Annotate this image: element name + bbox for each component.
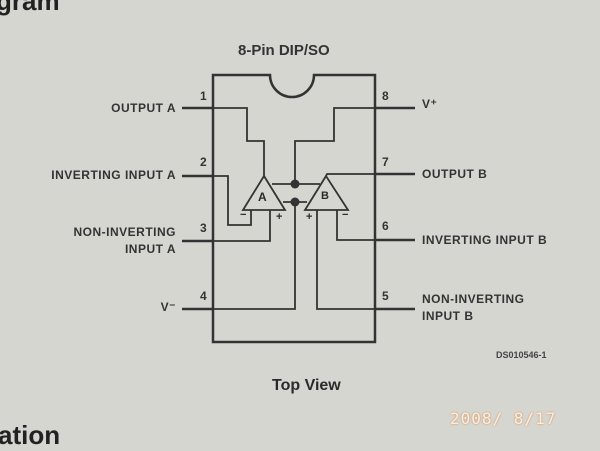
op-amp-a-label: A	[258, 190, 267, 204]
junction-dot	[290, 179, 300, 189]
wire-inv-a	[213, 175, 252, 226]
pin-2-label: INVERTING INPUT A	[51, 168, 176, 182]
pin-4-label: V⁻	[160, 300, 176, 314]
op-amp-a-minus: −	[240, 209, 247, 221]
diagram-title: 8-Pin DIP/SO	[238, 42, 330, 59]
figure-id: DS010546-1	[496, 350, 547, 360]
wire-noninv-b	[316, 210, 375, 310]
junction-dot	[290, 197, 300, 207]
pin-7-label: OUTPUT B	[422, 167, 488, 181]
wire-output-b	[325, 173, 375, 177]
pin-3-number: 3	[200, 221, 207, 235]
view-label: Top View	[272, 377, 341, 394]
pin-5-number: 5	[382, 289, 389, 303]
pin-1-number: 1	[200, 89, 207, 103]
pin-8-label: V⁺	[422, 97, 438, 111]
pin-5-label-line2: INPUT B	[422, 309, 474, 323]
package-outline	[211, 73, 377, 344]
op-amp-a	[241, 174, 287, 211]
wire-vminus	[213, 201, 296, 310]
photo-date-stamp: 2008/ 8/17	[450, 409, 557, 428]
op-amp-b-label: B	[321, 190, 329, 202]
wire-vplus	[294, 107, 375, 183]
pin-4-number: 4	[200, 289, 207, 303]
pin-3-label-line1: NON-INVERTING	[73, 225, 176, 239]
op-amp-a-plus: +	[276, 211, 283, 223]
section-heading-top: gram	[0, 0, 60, 16]
section-heading-bottom: ation	[0, 420, 61, 450]
op-amp-b-plus: +	[306, 211, 313, 223]
wire-noninv-a	[213, 210, 271, 242]
pin-8-number: 8	[382, 89, 389, 103]
pin-7-number: 7	[382, 155, 389, 169]
pin-5-label-line1: NON-INVERTING	[422, 292, 525, 306]
pin-3-label-line2: INPUT A	[124, 242, 176, 256]
pin-6-label: INVERTING INPUT B	[422, 233, 548, 247]
op-amp-b-minus: −	[342, 209, 349, 221]
pin-6-number: 6	[382, 219, 389, 233]
pin-1-label: OUTPUT A	[111, 101, 176, 115]
pin-2-number: 2	[200, 155, 207, 169]
op-amp-b	[303, 174, 350, 211]
wire-inv-b	[336, 210, 375, 241]
wire-output-a	[213, 107, 265, 176]
